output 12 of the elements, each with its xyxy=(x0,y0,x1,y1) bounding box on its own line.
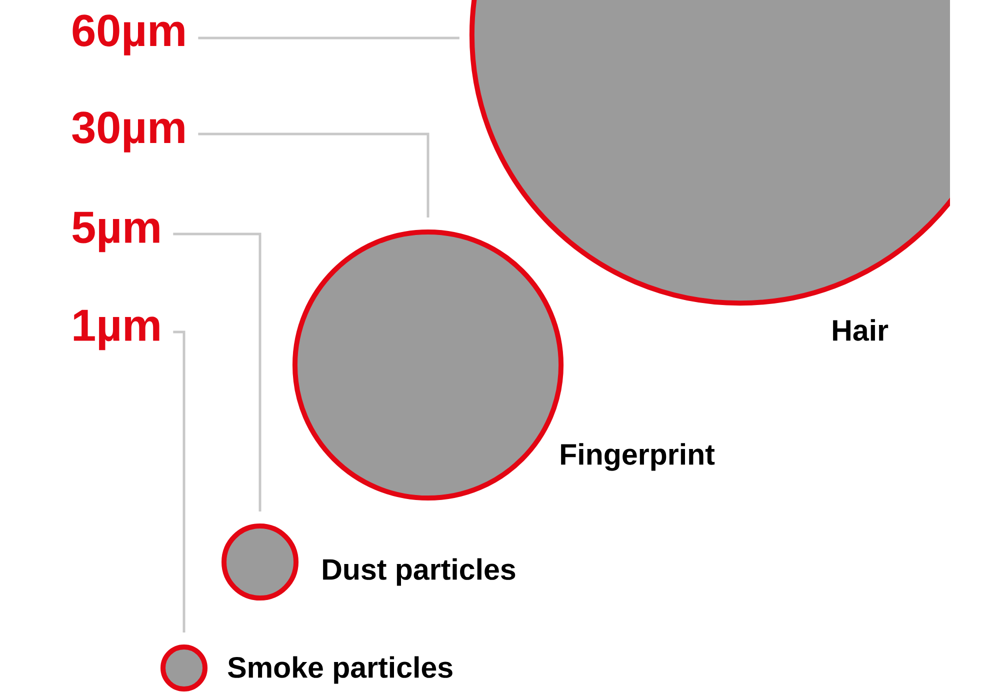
particle-name: Hair xyxy=(833,319,888,341)
size-label: 60µm xyxy=(72,14,184,56)
leader-line xyxy=(198,36,460,40)
leader-line xyxy=(173,232,262,512)
size-label: 5µm xyxy=(72,212,160,252)
leader-line xyxy=(198,132,430,218)
particle-name: Fingerprint xyxy=(561,443,715,471)
particle-name: Dust particles xyxy=(323,558,516,586)
size-label: 1µm xyxy=(74,310,160,350)
leader-line xyxy=(173,330,186,632)
particle-name: Smoke particles xyxy=(228,656,452,684)
size-label: 30µm xyxy=(72,112,184,152)
